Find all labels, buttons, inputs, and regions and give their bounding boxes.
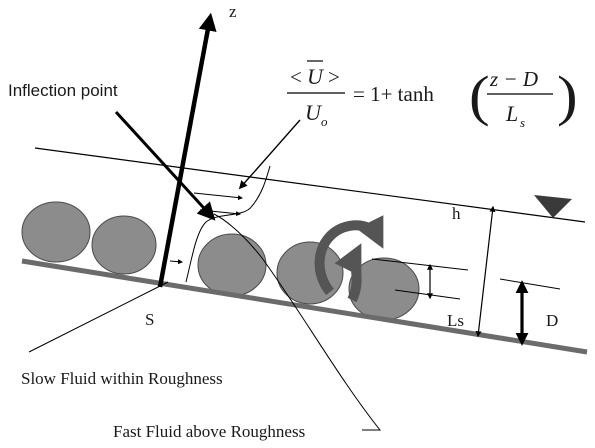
- s-label: S: [145, 310, 154, 329]
- equation-denominator-sub: o: [321, 114, 328, 129]
- velocity-equation: < U > U o = 1+ tanh ( z − D L s ): [287, 60, 578, 130]
- z-axis-label: z: [229, 2, 237, 21]
- equation-numerator-close: >: [328, 65, 340, 89]
- roughness-elements: [21, 201, 420, 321]
- ls-label: Ls: [447, 311, 464, 330]
- equation-denominator: U: [305, 100, 323, 125]
- roughness-sphere: [21, 201, 91, 263]
- ls-upper-reference-line: [371, 258, 469, 271]
- inflection-point-label: Inflection point: [8, 81, 118, 100]
- slow-fluid-leader-line: [28, 281, 169, 353]
- equation-rhs: = 1+ tanh: [353, 82, 434, 106]
- h-dimension-arrow: [475, 205, 496, 338]
- roughness-sphere: [197, 233, 267, 297]
- equation-right-paren: ): [557, 64, 578, 126]
- h-label: h: [452, 204, 461, 223]
- d-reference-line: [499, 278, 561, 290]
- d-label: D: [546, 311, 558, 330]
- velocity-arrow: [169, 259, 183, 265]
- slow-fluid-label: Slow Fluid within Roughness: [21, 369, 223, 388]
- velocity-profile-curve: [185, 165, 271, 283]
- inflection-point-arrow: [114, 110, 216, 221]
- equation-inner-denominator-sub: s: [520, 115, 525, 130]
- vortex-icon: [314, 215, 384, 303]
- fast-fluid-leader-line: [213, 213, 382, 431]
- fast-fluid-label: Fast Fluid above Roughness: [113, 422, 305, 441]
- roughness-sphere: [91, 215, 157, 275]
- equation-inner-numerator: z − D: [489, 67, 538, 91]
- equation-numerator-symbol: U: [307, 64, 325, 89]
- equation-numerator-open: <: [290, 65, 302, 89]
- velocity-arrow: [193, 192, 243, 201]
- water-level-marker-icon: [534, 195, 572, 218]
- z-axis-arrow: [157, 12, 217, 288]
- equation-left-paren: (: [469, 64, 490, 126]
- free-surface-line: [34, 147, 586, 223]
- equation-inner-denominator: L: [505, 101, 518, 126]
- equation-pointer-arrow: [238, 119, 301, 190]
